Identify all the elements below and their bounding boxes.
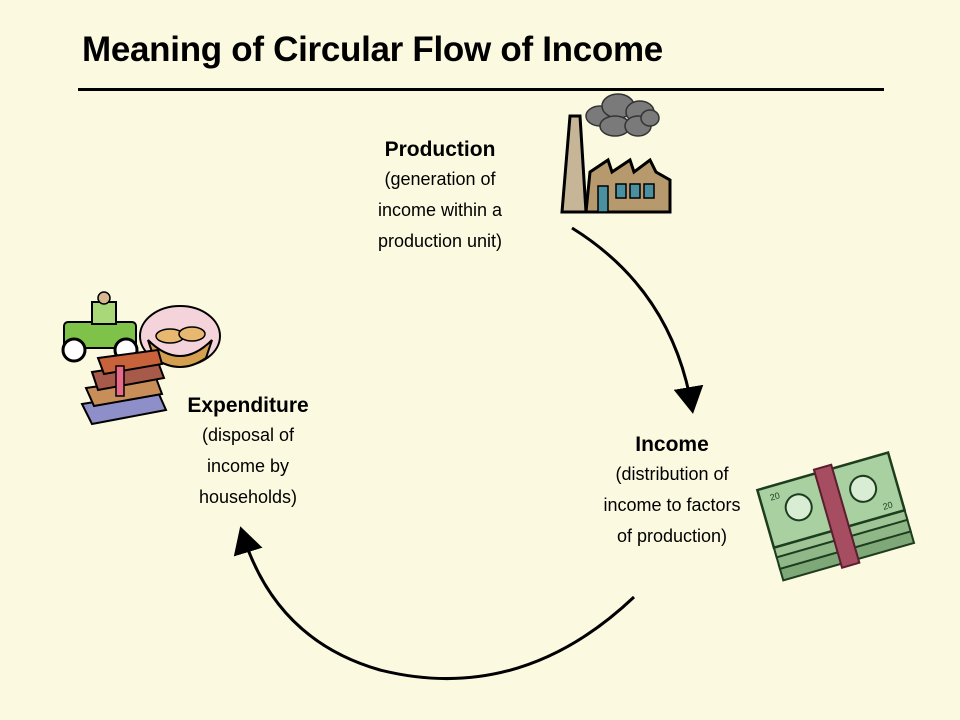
income-line-2: income to factors: [603, 495, 741, 515]
production-line-1: (generation of: [384, 169, 496, 189]
income-label: Income (distribution of income to factor…: [568, 431, 776, 552]
production-heading: Production: [384, 138, 496, 161]
production-line-3: production unit): [377, 231, 503, 251]
expenditure-line-2: income by: [206, 456, 290, 476]
car-icon: [61, 291, 139, 363]
arrow-production-to-income: [571, 226, 704, 414]
expenditure-line-3: households): [198, 487, 298, 507]
production-line-2: income within a: [377, 200, 503, 220]
expenditure-line-1: (disposal of: [201, 425, 295, 445]
income-line-3: of production): [616, 526, 728, 546]
slide-title: Meaning of Circular Flow of Income: [82, 30, 663, 69]
income-heading: Income: [635, 433, 709, 456]
bread-basket-icon: [139, 305, 221, 368]
svg-text:20: 20: [769, 490, 781, 502]
title-underline: [78, 88, 884, 91]
expenditure-label: Expenditure (disposal of income by house…: [148, 392, 348, 513]
income-line-1: (distribution of: [615, 464, 729, 484]
books-icon: [80, 348, 168, 426]
production-label: Production (generation of income within …: [340, 136, 540, 257]
expenditure-heading: Expenditure: [187, 394, 309, 417]
svg-text:20: 20: [882, 500, 894, 512]
arrow-income-to-expenditure: [233, 526, 636, 681]
